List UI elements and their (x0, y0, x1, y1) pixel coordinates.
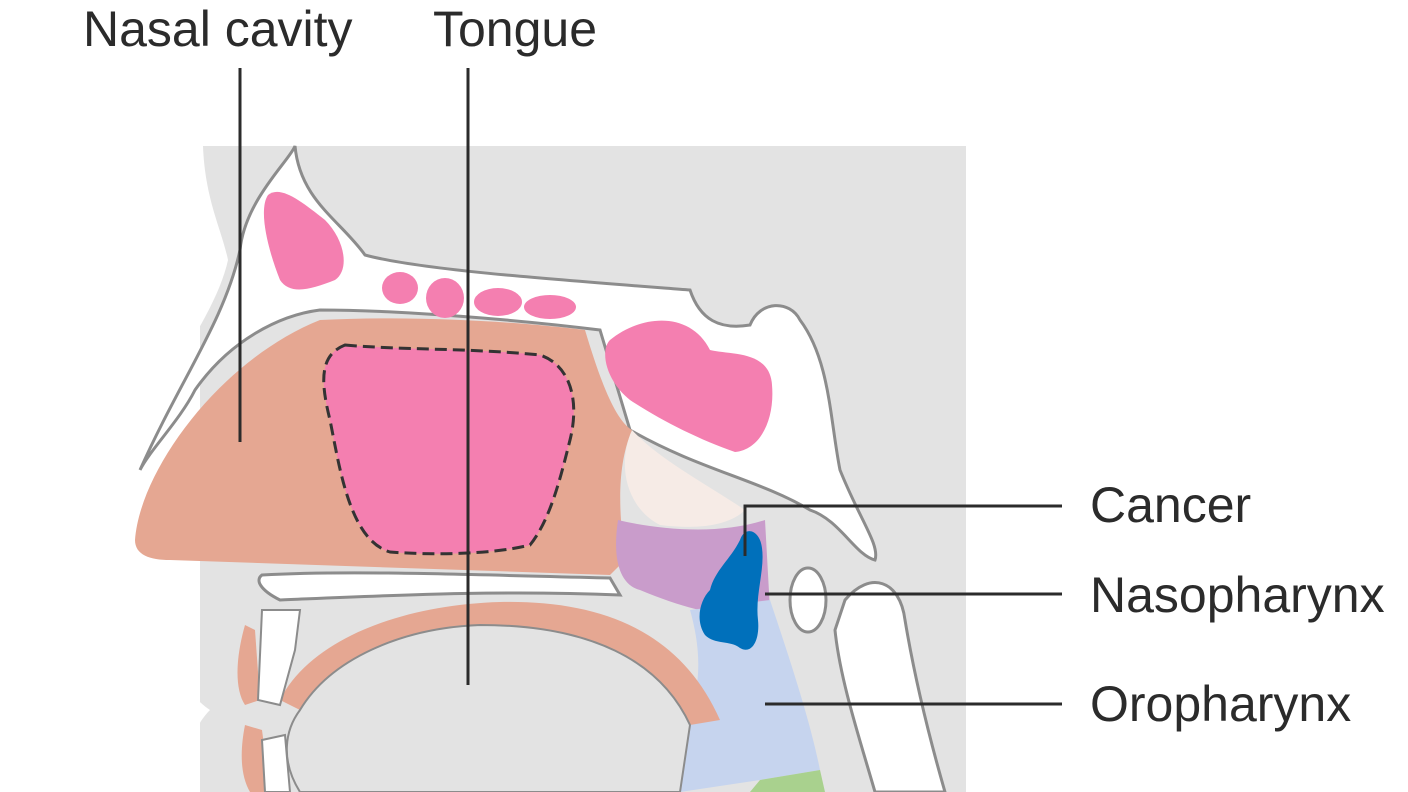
ethmoid-cell (426, 278, 464, 318)
turbinate-dashed (322, 343, 576, 556)
frontal-sinus (263, 191, 344, 290)
cancer-tumour (699, 531, 763, 650)
tongue-outline-salmon (280, 601, 720, 725)
label-tongue: Tongue (433, 1, 598, 57)
label-oropharynx: Oropharynx (1090, 676, 1352, 732)
larynx-region (750, 770, 825, 792)
sphenoid-sinus (605, 320, 773, 452)
label-nasopharynx: Nasopharynx (1090, 567, 1385, 623)
ethmoid-cell (382, 272, 418, 304)
upper-teeth (256, 609, 302, 707)
cervical-spine (833, 581, 947, 792)
ethmoid-cell (474, 288, 522, 316)
oropharynx-region (670, 600, 820, 792)
ethmoid-cell (524, 295, 576, 319)
tongue-body (285, 623, 692, 792)
vertebra-atlas (788, 566, 828, 634)
adenoid-tissue (624, 430, 745, 527)
hard-palate (257, 571, 623, 602)
leader-line-cancer (743, 504, 1062, 556)
upper-lip (237, 625, 260, 705)
lower-teeth (260, 733, 292, 792)
label-cancer: Cancer (1090, 477, 1252, 533)
face-outside (0, 146, 228, 792)
label-nasal-cavity: Nasal cavity (83, 1, 353, 57)
